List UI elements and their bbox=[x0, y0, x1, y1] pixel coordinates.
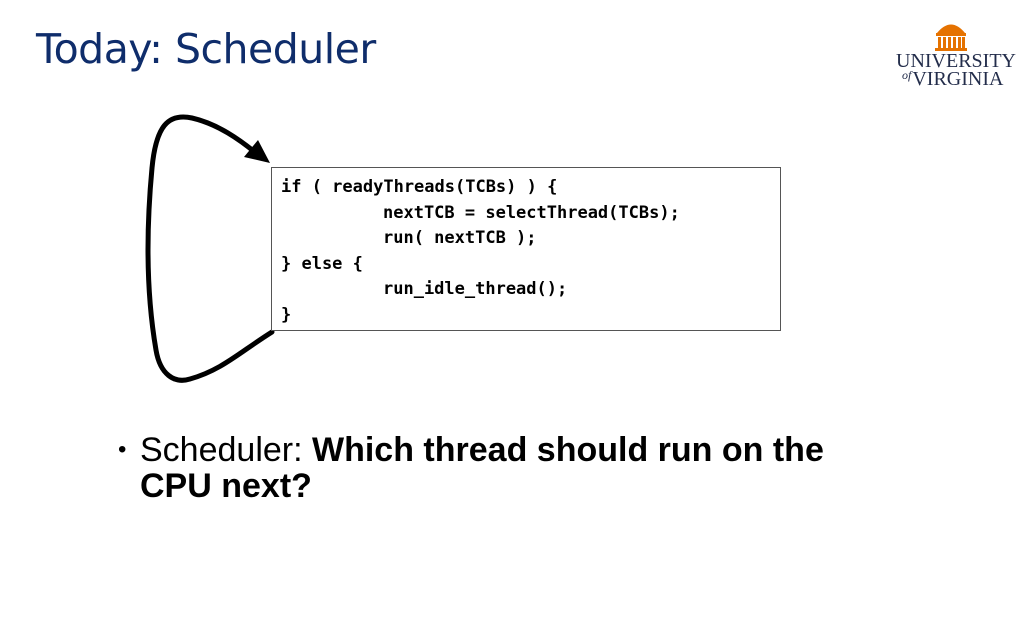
arrowhead-icon bbox=[244, 140, 270, 163]
code-line-if: if ( readyThreads(TCBs) ) { bbox=[281, 177, 558, 197]
logo-text-virginia: ofVIRGINIA bbox=[902, 69, 1003, 89]
slide-title: Today: Scheduler bbox=[36, 25, 376, 73]
code-line-run: run( nextTCB ); bbox=[383, 228, 537, 249]
logo-text-of: of bbox=[902, 68, 912, 82]
code-line-close-brace: } bbox=[281, 304, 292, 325]
rotunda-icon bbox=[935, 24, 967, 51]
bullet-point: • Scheduler: Which thread should run on … bbox=[118, 432, 838, 504]
bullet-dot-icon: • bbox=[118, 436, 127, 463]
scheduler-code-block: if ( readyThreads(TCBs) ) { nextTCB = se… bbox=[271, 167, 781, 331]
code-line-else: } else { bbox=[281, 253, 363, 274]
logo-text-virginia-word: VIRGINIA bbox=[912, 68, 1004, 90]
code-line-run-idle: run_idle_thread(); bbox=[383, 279, 568, 300]
code-line-select-thread: nextTCB = selectThread(TCBs); bbox=[383, 202, 680, 223]
university-logo: UNIVERSITY ofVIRGINIA bbox=[892, 18, 1016, 90]
bullet-emphasis: Which thread should run on the CPU next? bbox=[140, 431, 824, 505]
logo-text-university: UNIVERSITY bbox=[896, 50, 1016, 72]
bullet-text: Scheduler: Which thread should run on th… bbox=[118, 432, 838, 504]
bullet-prefix: Scheduler: bbox=[140, 431, 312, 469]
